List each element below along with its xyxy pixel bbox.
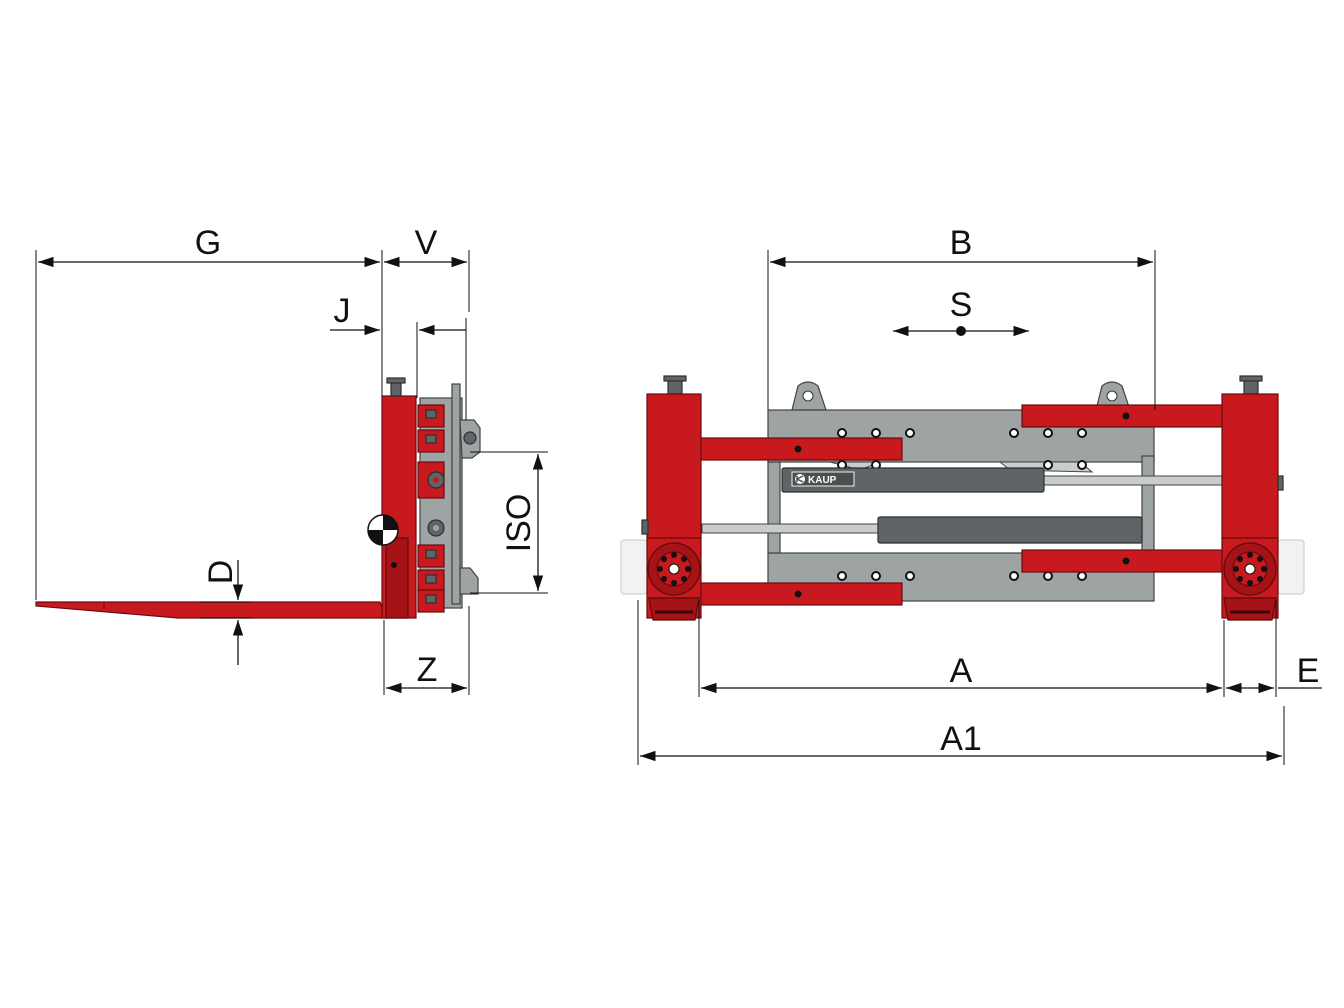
guide-blocks (417, 404, 445, 613)
dim-label-d: D (202, 560, 240, 585)
lower-cylinder (877, 516, 1143, 544)
dim-label-b: B (950, 224, 973, 262)
kaup-logo: KAUP (791, 471, 855, 487)
dim-label-a: A (950, 652, 973, 690)
hydraulic-cylinders: KAUP (701, 467, 1225, 544)
side-view: G V J D ISO Z (35, 224, 548, 695)
dim-label-a1: A1 (940, 720, 982, 758)
fork-blade (35, 601, 387, 619)
svg-text:KAUP: KAUP (808, 475, 837, 486)
dim-label-e: E (1297, 652, 1320, 690)
front-view: KAUP (620, 224, 1322, 765)
dim-label-g: G (195, 224, 221, 262)
dim-label-iso: ISO (500, 494, 538, 553)
shift-center-dot (956, 326, 966, 336)
left-fork (641, 375, 702, 621)
dim-label-s: S (950, 286, 973, 324)
right-fork (1221, 375, 1284, 621)
dim-label-j: J (334, 292, 351, 330)
center-of-gravity-icon (367, 514, 399, 546)
dim-label-v: V (415, 224, 438, 262)
dim-label-z: Z (417, 651, 438, 689)
